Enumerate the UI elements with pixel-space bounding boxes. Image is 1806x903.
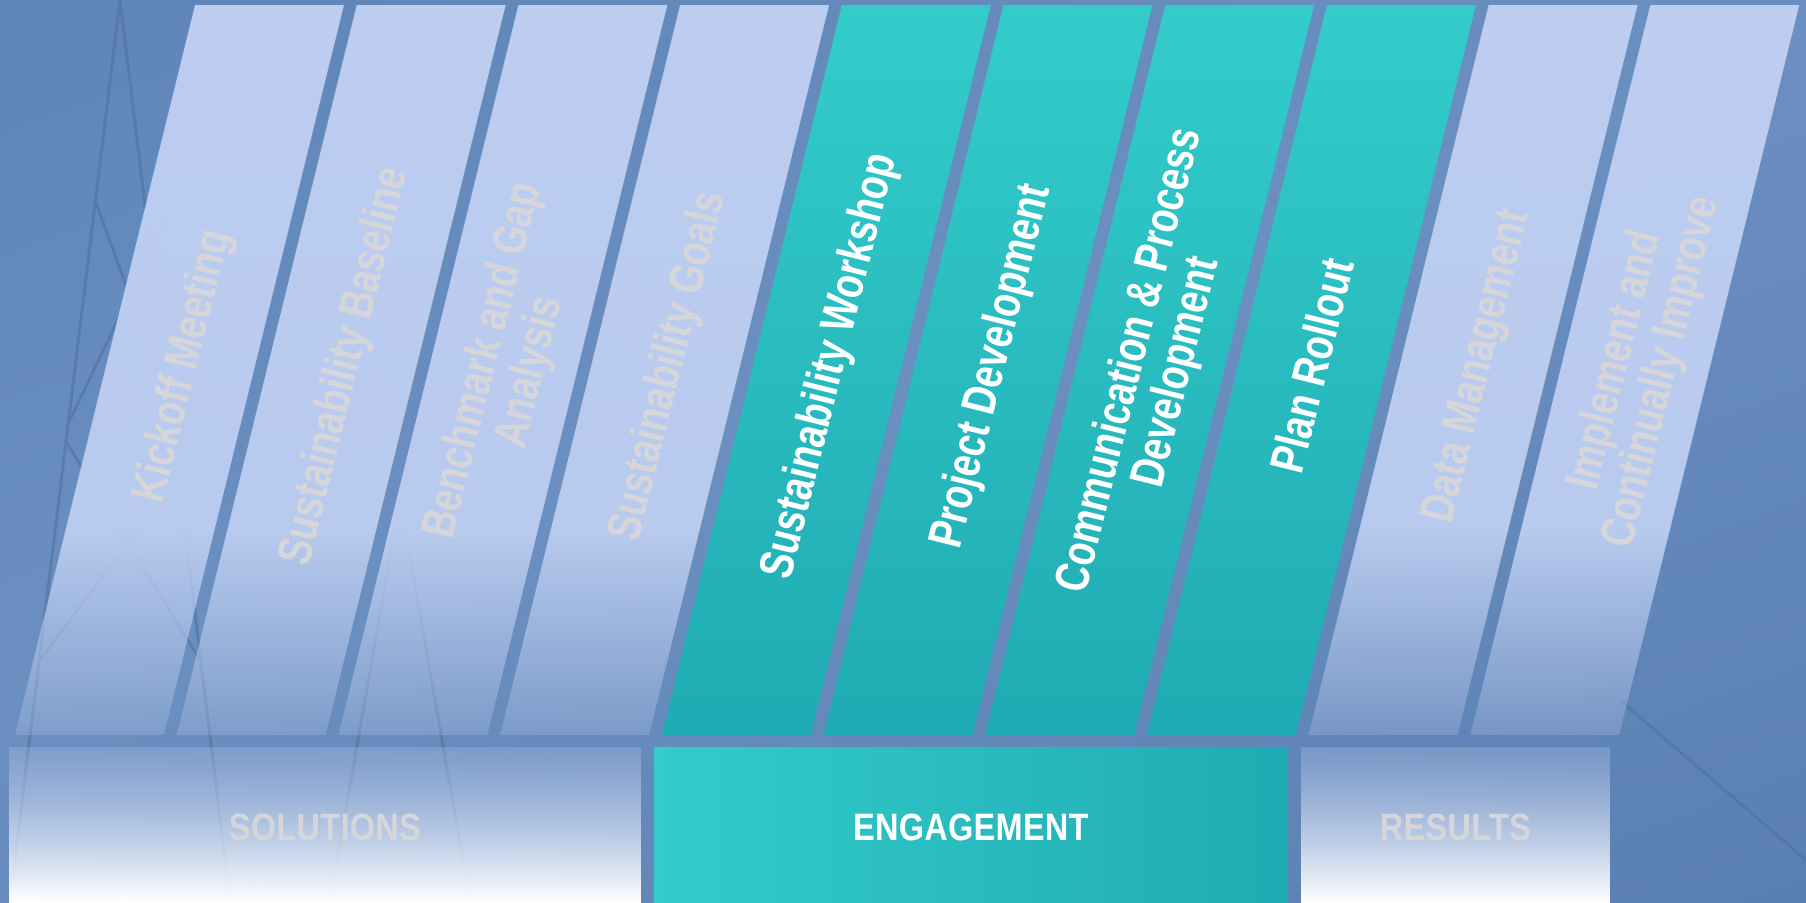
section-engagement: ENGAGEMENT (654, 747, 1288, 903)
step-bar (15, 5, 344, 735)
step-bar (1146, 5, 1476, 735)
section-box (1301, 747, 1610, 903)
step-bar (500, 5, 830, 735)
section-results: RESULTS (1301, 747, 1610, 903)
step-data-management: Data Management (1308, 5, 1638, 735)
section-solutions: SOLUTIONS (9, 747, 641, 903)
step-kickoff-meeting: Kickoff Meeting (15, 5, 344, 735)
step-bar (985, 5, 1315, 735)
step-plan-rollout: Plan Rollout (1146, 5, 1476, 735)
section-label: ENGAGEMENT (853, 807, 1089, 849)
step-bar (176, 5, 506, 735)
step-bar (338, 5, 668, 735)
step-bar (661, 5, 991, 735)
section-label: SOLUTIONS (229, 807, 421, 849)
step-bar (1308, 5, 1638, 735)
step-bar (1470, 5, 1800, 735)
step-sustainability-workshop: Sustainability Workshop (661, 5, 991, 735)
section-label: RESULTS (1380, 807, 1531, 849)
section-box (654, 747, 1288, 903)
step-bar (823, 5, 1153, 735)
section-box (9, 747, 641, 903)
phase-sections: SOLUTIONS ENGAGEMENT RESULTS (9, 747, 1610, 903)
